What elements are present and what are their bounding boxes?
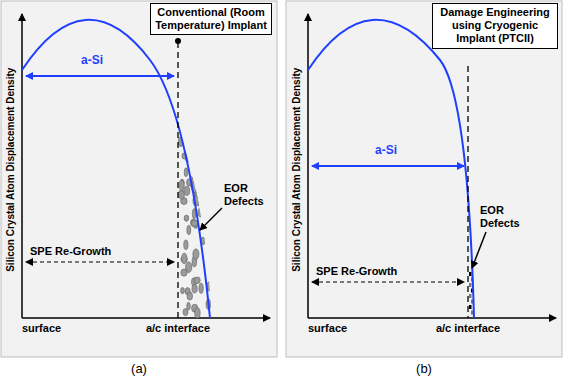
panel-b-plot (308, 14, 556, 318)
eor-defect (194, 277, 200, 284)
eor-defect (189, 111, 193, 121)
panel-a-plot (22, 14, 270, 318)
axis-tick-label: a/c interface (146, 322, 210, 335)
panel-ground (1, 1, 277, 357)
eor-defect (469, 294, 472, 298)
eor-defect (184, 240, 188, 250)
eor-defect (191, 153, 196, 159)
eor-defect (204, 191, 208, 198)
eor-defect (203, 135, 207, 141)
eor-defect (469, 283, 472, 287)
axis-tick-label: surface (308, 322, 347, 335)
eor-defect (191, 121, 198, 130)
title-text: Damage Engineering using Cryogenic Impla… (437, 6, 553, 46)
eor-defect (209, 231, 214, 239)
eor-defect (469, 272, 472, 276)
eor-defect (184, 186, 190, 196)
regrowth-label: SPE Re-Growth (30, 245, 111, 258)
title-box: Damage Engineering using Cryogenic Impla… (432, 3, 558, 49)
regrowth-label: SPE Re-Growth (316, 265, 397, 278)
eor-defect (182, 115, 189, 126)
eor-defect (194, 117, 198, 125)
eor-defect (187, 292, 193, 300)
eor-defect (181, 287, 185, 293)
eor-defect (195, 308, 201, 318)
eor-defect (198, 138, 204, 145)
axis-label: Silicon Crystal Atom Displacement Densit… (291, 68, 303, 272)
eor-defect (199, 283, 203, 293)
axis-label: Silicon Crystal Atom Displacement Densit… (5, 68, 17, 272)
defect-label: EOR Defects (224, 182, 268, 207)
axis-tick-label: surface (22, 322, 61, 335)
eor-defect (196, 173, 200, 183)
eor-defect (193, 157, 198, 166)
eor-defect (182, 253, 187, 264)
eor-defect (206, 232, 212, 242)
eor-defect (198, 124, 203, 131)
eor-defect (469, 305, 472, 309)
eor-defect (198, 185, 204, 195)
eor-defect (184, 115, 188, 121)
title-box: Conventional (Room Temperature) Implant (150, 3, 272, 35)
eor-defect (192, 285, 197, 293)
axis-tick-label: a/c interface (436, 322, 500, 335)
panel-ground (286, 1, 562, 357)
eor-defect (184, 168, 188, 177)
eor-defect (187, 225, 191, 235)
eor-defect (193, 249, 199, 260)
eor-defect (198, 122, 203, 129)
eor-defect (195, 164, 200, 171)
eor-defect (207, 223, 211, 230)
eor-defect (204, 143, 209, 151)
eor-defect (191, 220, 197, 227)
eor-defect (198, 208, 205, 217)
region-label: a-Si (81, 54, 103, 68)
eor-defect (208, 172, 213, 180)
eor-defect (181, 269, 187, 276)
eor-defect (187, 302, 191, 310)
region-label: a-Si (375, 144, 397, 158)
eor-defect (201, 206, 205, 215)
eor-defect (184, 215, 189, 221)
panel-caption: (a) (131, 362, 147, 377)
eor-defect (199, 138, 204, 146)
eor-defect (195, 111, 200, 119)
defect-label: EOR Defects (480, 204, 524, 229)
eor-defect (196, 188, 202, 197)
title-text: Conventional (Room Temperature) Implant (155, 6, 267, 32)
panel-caption: (b) (416, 362, 432, 377)
eor-defect (179, 180, 184, 191)
